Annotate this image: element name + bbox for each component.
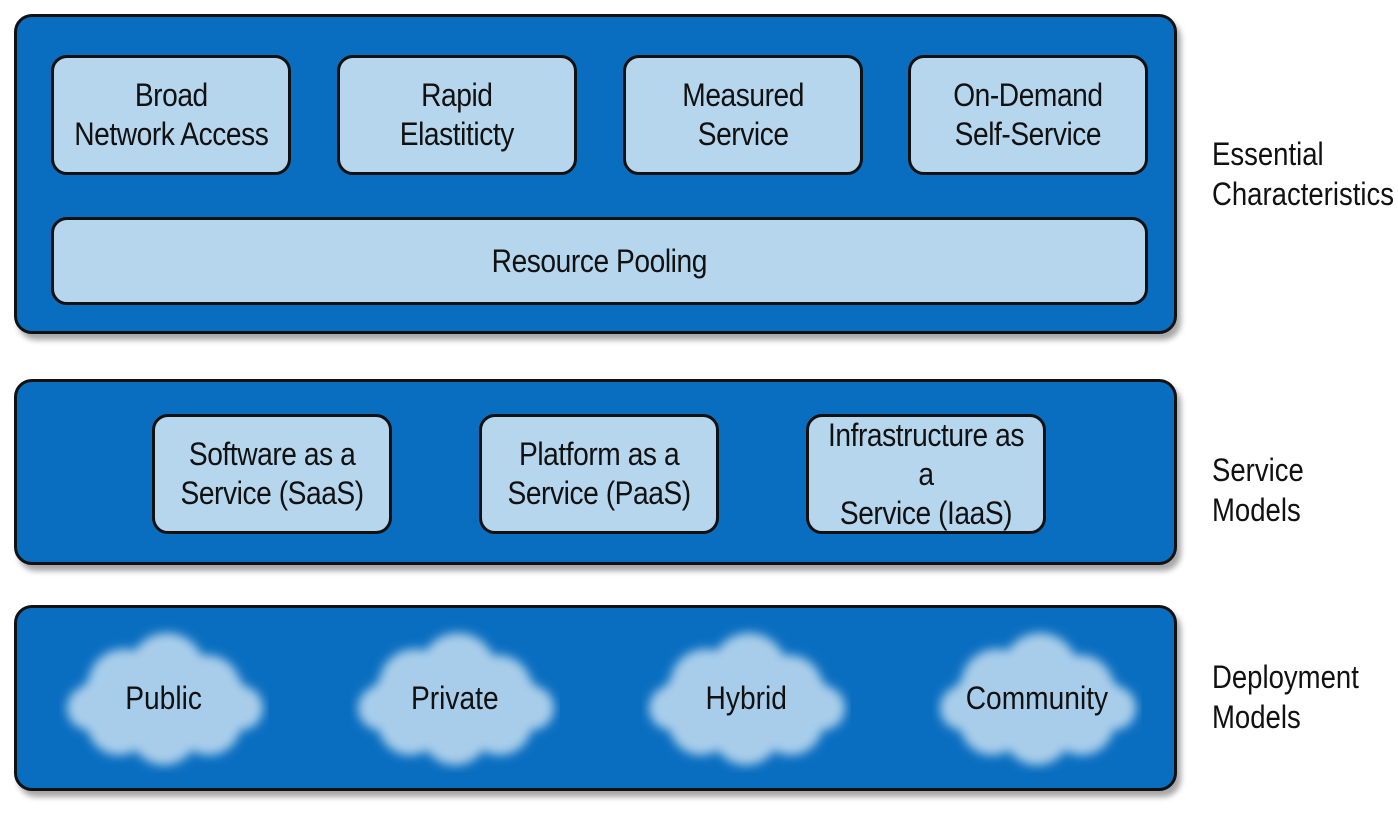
resource-pooling-box: Resource Pooling [51, 217, 1148, 305]
measured-service-box: Measured Service [623, 55, 863, 175]
private-cloud-label: Private [411, 679, 499, 716]
hybrid-cloud-label: Hybrid [705, 679, 787, 716]
iaas-box: Infrastructure as a Service (IaaS) [806, 414, 1046, 534]
public-cloud: Public [59, 623, 269, 773]
rapid-elasticity-box: Rapid Elastiticty [337, 55, 577, 175]
community-cloud-label: Community [965, 679, 1109, 716]
public-cloud-label: Public [125, 679, 203, 716]
service-models-label: Service Models [1212, 452, 1304, 528]
community-cloud: Community [932, 623, 1142, 773]
saas-box: Software as a Service (SaaS) [152, 414, 392, 534]
deployment-models-label: Deployment Models [1212, 659, 1359, 735]
essential-characteristics-label: Essential Characteristics [1212, 136, 1394, 212]
paas-box: Platform as a Service (PaaS) [479, 414, 719, 534]
deployment-models-layer: Public Private Hybrid Community [14, 605, 1177, 791]
hybrid-cloud: Hybrid [641, 623, 851, 773]
service-models-layer: Software as a Service (SaaS) Platform as… [14, 379, 1177, 565]
broad-network-access-box: Broad Network Access [51, 55, 291, 175]
on-demand-self-service-box: On-Demand Self-Service [908, 55, 1148, 175]
essential-characteristics-layer: Broad Network Access Rapid Elastiticty M… [14, 14, 1177, 334]
private-cloud: Private [350, 623, 560, 773]
